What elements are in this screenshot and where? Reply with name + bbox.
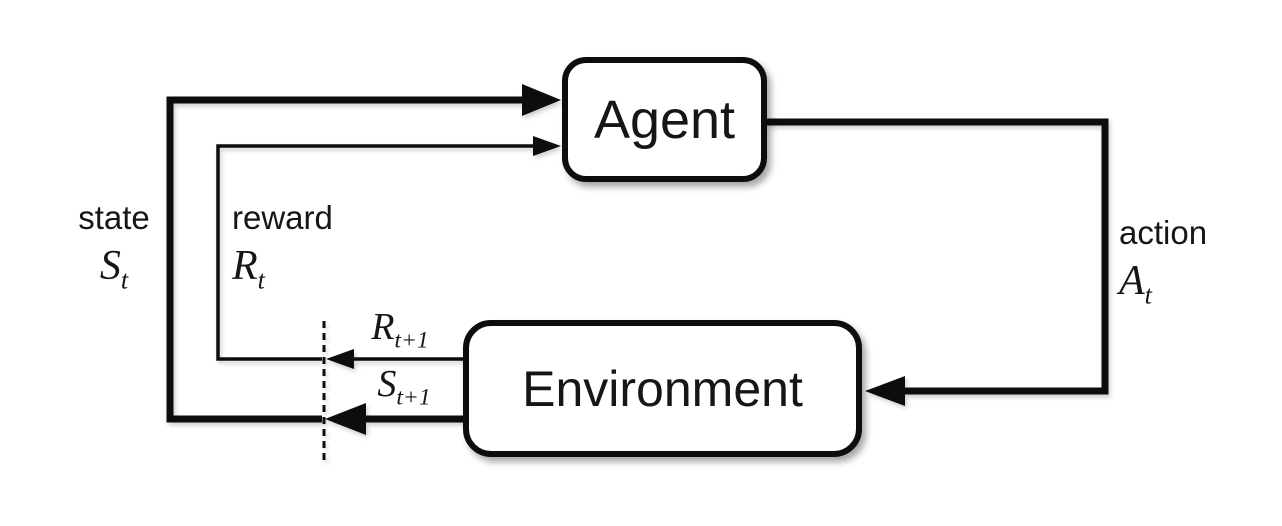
- state-symbol: St: [99, 242, 129, 295]
- state-loop-line: [166, 96, 528, 423]
- action-edge-label: action At: [1119, 214, 1208, 310]
- action-into-environment-arrowhead: [865, 376, 905, 406]
- next-reward-arrowhead: [326, 349, 354, 369]
- reward-edge-label: reward Rt: [232, 199, 333, 295]
- state-edge-label: state St: [58, 199, 170, 295]
- environment-node: Environment: [463, 320, 862, 457]
- next-reward-symbol: Rt+1: [371, 306, 429, 354]
- next-reward-label: Rt+1: [330, 306, 470, 354]
- action-symbol: At: [1119, 257, 1152, 310]
- state-word: state: [78, 199, 150, 236]
- next-state-symbol: St+1: [377, 363, 431, 411]
- next-state-label: St+1: [334, 363, 474, 411]
- agent-node-label: Agent: [593, 89, 736, 150]
- action-word: action: [1119, 214, 1208, 251]
- environment-node-label: Environment: [522, 360, 803, 417]
- reward-loop-line: [216, 144, 538, 361]
- reward-word: reward: [232, 199, 333, 236]
- agent-node: Agent: [562, 57, 767, 182]
- reward-into-agent-arrowhead: [533, 136, 561, 156]
- action-loop-line: [766, 118, 1109, 395]
- reward-symbol: Rt: [232, 242, 265, 295]
- next-state-arrowhead: [325, 403, 366, 435]
- state-into-agent-arrowhead: [522, 84, 561, 116]
